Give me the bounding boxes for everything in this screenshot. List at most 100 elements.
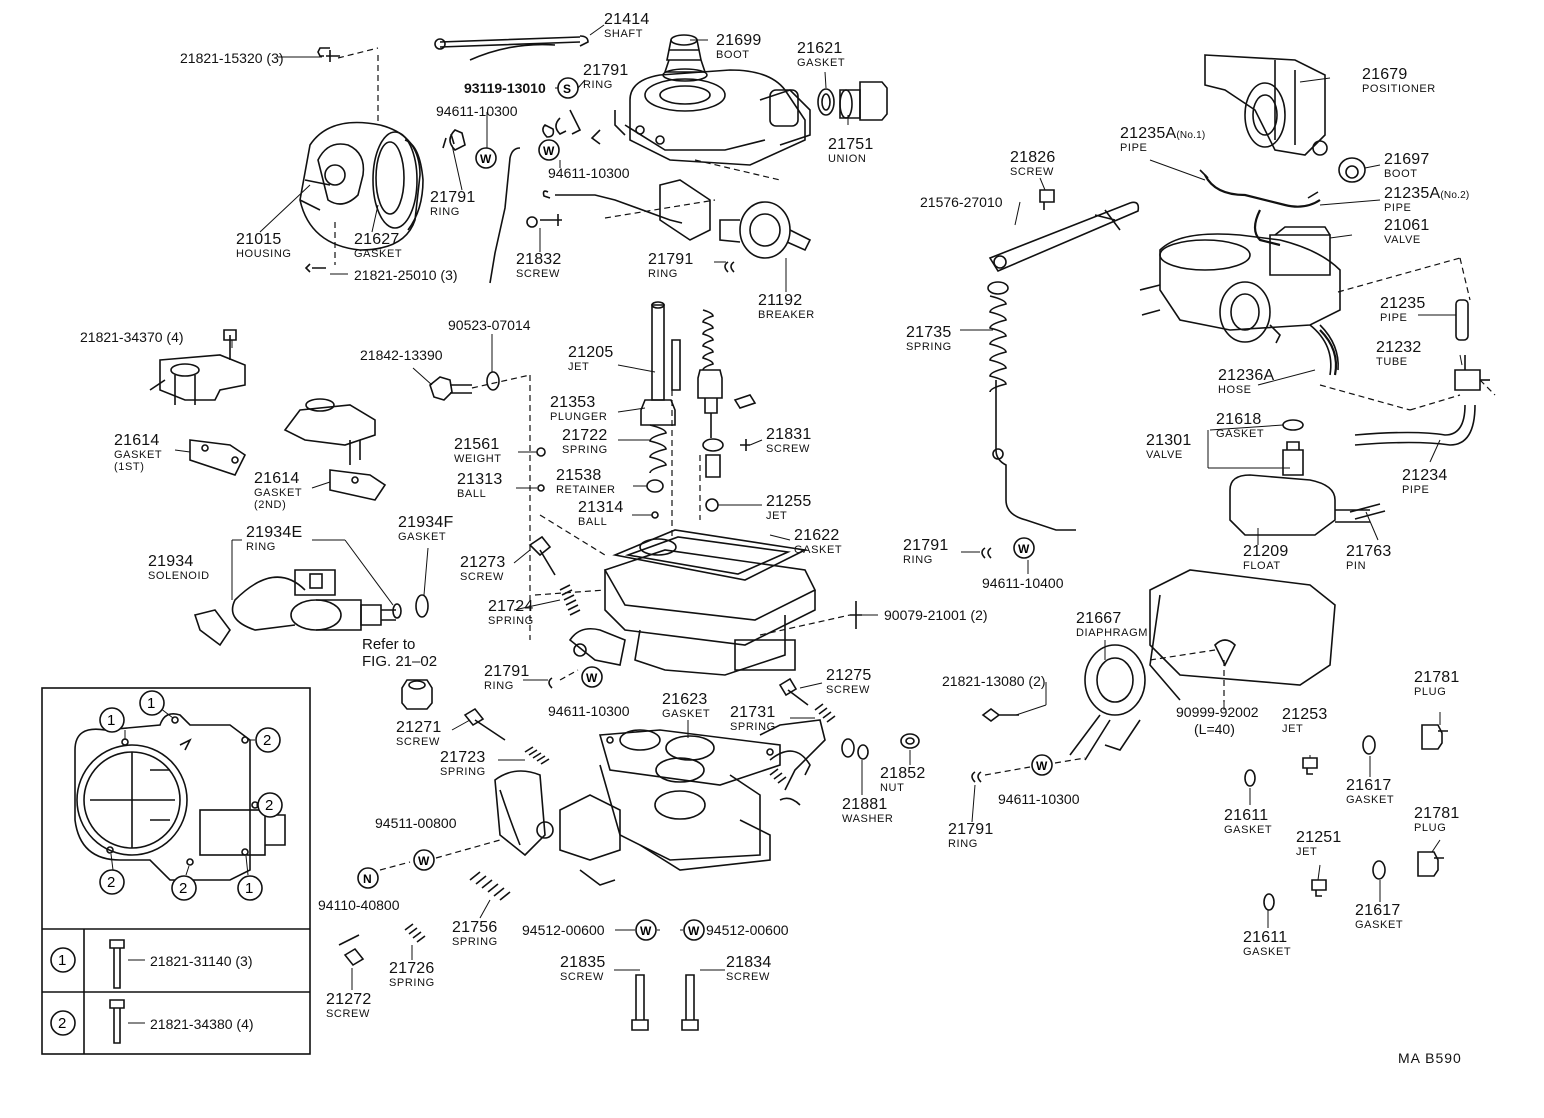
carburetor-lower-body-drawing [536, 719, 826, 886]
svg-text:W: W [1018, 542, 1030, 556]
part-number-94611-10300-d: 94611-10300 [998, 791, 1080, 807]
inset-marker-1a: 1 [107, 712, 115, 729]
lever-plate-drawing [494, 770, 546, 857]
svg-text:W: W [418, 854, 430, 868]
legend-screw-1-drawing [109, 939, 125, 989]
shaft-drawing [434, 24, 605, 61]
part-number-90523-07014: 90523-07014 [448, 317, 531, 333]
inset-marker-1c: 1 [245, 880, 253, 897]
breaker-link-drawing [526, 179, 812, 259]
part-number-94611-10300-c: 94611-10300 [548, 703, 630, 719]
svg-text:W: W [1036, 759, 1048, 773]
part-number-90079-21001: 90079-21001 (2) [884, 607, 988, 623]
screws-lower-drawing [338, 677, 920, 1031]
pipe-21234-drawing [1354, 404, 1476, 446]
inset-marker-1b: 1 [147, 695, 155, 712]
jets-plugs-drawing [1244, 724, 1448, 911]
part-number-94511-00800: 94511-00800 [375, 815, 457, 831]
part-number-21842-13390: 21842-13390 [360, 347, 443, 363]
valve-21301-float-drawing [1229, 419, 1386, 536]
part-number-21821-25010: 21821-25010 (3) [354, 267, 458, 283]
carburetor-middle-body-drawing [534, 514, 862, 676]
solenoid-drawing [193, 569, 429, 647]
part-number-21821-34370: 21821-34370 (4) [80, 329, 184, 345]
part-number-94611-10300-a: 94611-10300 [436, 103, 518, 119]
legend-marker-2: 2 [58, 1015, 66, 1032]
hose-pipe-tube-drawing [1309, 257, 1496, 411]
screw-21273-drawing [528, 535, 556, 576]
part-number-21821-13080: 21821-13080 (2) [942, 673, 1046, 689]
washer-connectors-drawing [379, 839, 635, 931]
part-number-94611-10400: 94611-10400 [982, 575, 1064, 591]
inset-marker-2b: 2 [265, 797, 273, 814]
carburetor-top-body-drawing [614, 69, 811, 181]
valve-21061-body-drawing [1139, 226, 1341, 344]
legend-screw-2-drawing [109, 999, 125, 1044]
leader-lines [174, 39, 1463, 990]
inset-marker-2c: 2 [107, 874, 115, 891]
legend-row-2-part: 21821-34380 (4) [150, 1016, 254, 1032]
part-number-90999-92002: 90999-92002 [1176, 704, 1259, 720]
part-number-94512-00600-a: 94512-00600 [522, 922, 605, 938]
housing-assembly-drawing [299, 47, 424, 273]
ring-clip-drawing [724, 261, 735, 273]
spring-21724-drawing [559, 584, 581, 616]
part-number-21821-15320: 21821-15320 (3) [180, 50, 284, 66]
diagram-code: MA B590 [1398, 1050, 1462, 1066]
lever-spring-drawing [981, 189, 1140, 559]
part-number-94611-10300-b: 94611-10300 [548, 165, 630, 181]
nut-drawing [401, 679, 433, 710]
inset-box: 1 1 2 2 2 2 1 1 2 [41, 687, 311, 1055]
boot-21697-drawing [1338, 157, 1366, 183]
svg-text:N: N [363, 872, 372, 886]
part-number-length-note: (L=40) [1194, 721, 1235, 737]
union-gasket-drawing [817, 81, 888, 121]
diaphragm-chamber-drawing [1069, 569, 1336, 761]
bracket-21614-2nd-drawing [283, 398, 387, 501]
svg-text:S: S [563, 82, 571, 96]
